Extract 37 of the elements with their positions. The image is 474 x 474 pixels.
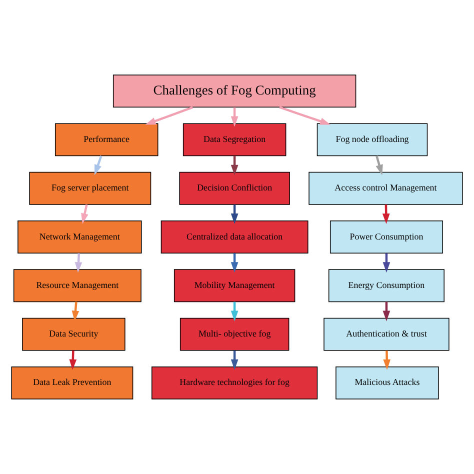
node-box: Hardware technologies for fog xyxy=(152,366,318,400)
node-box: Network Management xyxy=(18,220,142,254)
arrow xyxy=(279,106,331,125)
node-box: Decision Confliction xyxy=(179,172,290,205)
node-box: Challenges of Fog Computing xyxy=(112,74,356,108)
arrow xyxy=(74,253,82,273)
arrow xyxy=(230,107,238,127)
arrow xyxy=(69,350,77,370)
node-box: Power Consumption xyxy=(330,220,443,254)
arrow xyxy=(230,204,238,224)
node-box: Data Leak Prevention xyxy=(11,366,134,400)
arrow xyxy=(230,253,238,273)
node-box: Energy Consumption xyxy=(328,269,444,302)
node-box: Fog node offloading xyxy=(316,123,428,156)
node-box: Performance xyxy=(54,123,158,156)
arrow xyxy=(230,302,238,322)
arrow xyxy=(382,204,390,224)
arrow xyxy=(145,106,194,125)
node-box: Centralized data allocation xyxy=(160,220,308,254)
node-box: Data Security xyxy=(22,318,126,351)
node-box: Authentication & trust xyxy=(324,318,450,351)
arrow xyxy=(230,156,238,176)
arrow xyxy=(382,253,390,273)
arrow xyxy=(94,156,102,176)
arrow xyxy=(382,302,390,322)
node-box: Data Segregation xyxy=(182,123,286,156)
node-box: Fog server placement xyxy=(29,172,152,205)
node-box: Malicious Attacks xyxy=(336,366,439,400)
arrow xyxy=(376,156,383,176)
arrow xyxy=(383,350,391,370)
node-box: Resource Management xyxy=(13,269,142,302)
node-box: Multi- objective fog xyxy=(180,318,290,351)
arrow xyxy=(230,350,238,370)
arrow xyxy=(72,302,80,322)
arrow xyxy=(81,204,88,224)
node-box: Mobility Management xyxy=(174,269,296,302)
node-box: Access control Management xyxy=(308,172,463,205)
